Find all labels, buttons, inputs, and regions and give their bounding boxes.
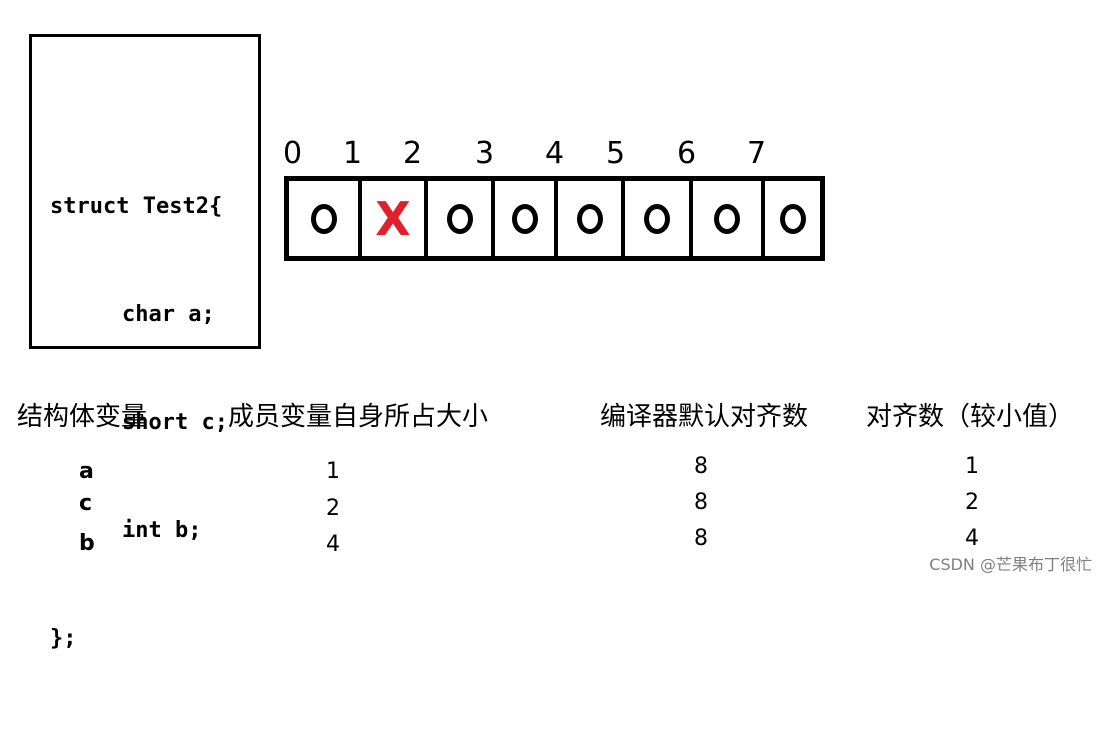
offset-label-2: 2 bbox=[403, 136, 423, 171]
row-b-alignment: 4 bbox=[965, 526, 979, 551]
row-a-default: 8 bbox=[694, 454, 708, 479]
row-b-size: 4 bbox=[326, 532, 340, 557]
row-c-default: 8 bbox=[694, 490, 708, 515]
row-b-variable: b bbox=[79, 531, 95, 556]
row-c-variable: c bbox=[79, 491, 93, 516]
offset-label-5: 5 bbox=[606, 136, 626, 171]
struct-code-box: struct Test2{ char a; short c; int b; }; bbox=[29, 34, 261, 651]
memory-cell-4 bbox=[558, 181, 625, 256]
code-line-member-c: short c; bbox=[50, 405, 228, 441]
code-line-member-a: char a; bbox=[50, 297, 228, 333]
header-default-alignment: 编译器默认对齐数 bbox=[600, 402, 809, 432]
used-byte-circle bbox=[446, 203, 473, 234]
memory-layout: X bbox=[284, 176, 825, 261]
memory-cell-0 bbox=[289, 181, 362, 256]
used-byte-circle bbox=[310, 203, 337, 234]
used-byte-circle bbox=[644, 203, 670, 234]
code-member-a-text: char a; bbox=[122, 302, 215, 327]
code-line-member-b: int b; bbox=[50, 513, 228, 549]
header-member-size: 成员变量自身所占大小 bbox=[228, 402, 489, 432]
row-a-alignment: 1 bbox=[965, 454, 979, 479]
offset-label-6: 6 bbox=[677, 136, 697, 171]
code-member-b-text: int b; bbox=[122, 518, 202, 543]
offset-label-1: 1 bbox=[343, 136, 363, 171]
row-b-default: 8 bbox=[694, 526, 708, 551]
memory-cell-5 bbox=[625, 181, 693, 256]
code-line-close: }; bbox=[50, 626, 77, 651]
csdn-watermark: CSDN @芒果布丁很忙 bbox=[929, 555, 1092, 574]
used-byte-circle bbox=[714, 203, 740, 234]
used-byte-circle bbox=[779, 203, 806, 234]
memory-cell-6 bbox=[693, 181, 765, 256]
header-alignment-smaller: 对齐数（较小值） bbox=[866, 402, 1075, 432]
memory-cell-3 bbox=[495, 181, 558, 256]
row-c-size: 2 bbox=[326, 496, 340, 521]
offset-label-4: 4 bbox=[545, 136, 565, 171]
offset-label-7: 7 bbox=[747, 136, 767, 171]
header-struct-variable: 结构体变量 bbox=[17, 402, 148, 432]
offset-label-0: 0 bbox=[283, 136, 303, 171]
memory-cell-1: X bbox=[362, 181, 428, 256]
used-byte-circle bbox=[511, 203, 538, 234]
row-c-alignment: 2 bbox=[965, 490, 979, 515]
memory-cell-7 bbox=[765, 181, 820, 256]
memory-cell-2 bbox=[428, 181, 495, 256]
padding-x-mark: X bbox=[375, 191, 411, 246]
used-byte-circle bbox=[576, 203, 603, 234]
code-member-c-text: short c; bbox=[122, 410, 228, 435]
row-a-size: 1 bbox=[326, 459, 340, 484]
offset-label-3: 3 bbox=[475, 136, 495, 171]
code-line-struct: struct Test2{ bbox=[50, 194, 223, 219]
row-a-variable: a bbox=[79, 459, 94, 484]
